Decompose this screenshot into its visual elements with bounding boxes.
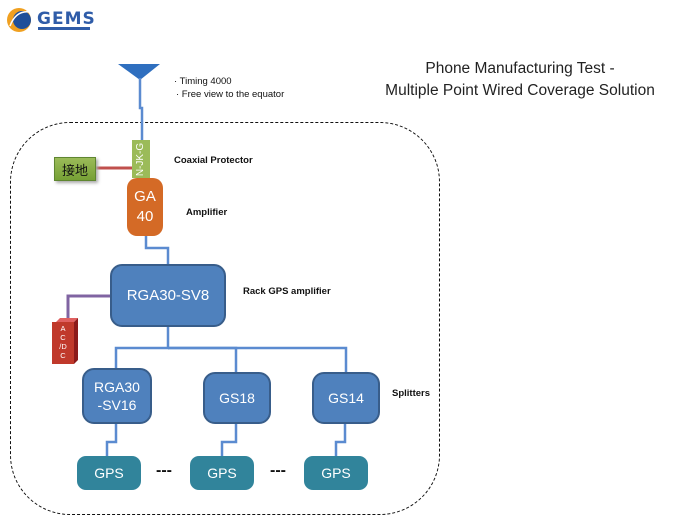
gems-globe-icon: [7, 8, 31, 32]
title-line-2: Multiple Point Wired Coverage Solution: [385, 82, 655, 99]
gps-receiver: GPS: [77, 456, 141, 490]
antenna-icon: [118, 64, 160, 80]
amplifier-box: GA 40: [127, 178, 163, 236]
gps-receiver: GPS: [304, 456, 368, 490]
splitter-label-line2: -SV16: [97, 397, 137, 413]
protector-label: N-JK-G: [135, 142, 147, 176]
gps-receiver: GPS: [190, 456, 254, 490]
splitter-gs14: GS14: [312, 372, 380, 424]
amplifier-label-line2: 40: [136, 208, 154, 225]
coax-cables: [105, 78, 348, 458]
amplifier-label: Amplifier: [186, 207, 228, 218]
acdc-power-icon: A C /D C: [52, 318, 78, 364]
enclosure-boundary: [10, 122, 440, 515]
ellipsis: ---: [156, 462, 172, 479]
antenna-note-timing: · Timing 4000: [174, 76, 232, 87]
power-wire: [66, 294, 110, 322]
logo-underline: [38, 27, 90, 30]
title-line-1: Phone Manufacturing Test -: [425, 60, 615, 77]
ground-box: 接地: [54, 157, 96, 181]
acdc-char: C: [60, 351, 66, 360]
logo-text: GEMS: [37, 9, 96, 29]
coaxial-protector-label: Coaxial Protector: [174, 155, 253, 166]
acdc-char: C: [60, 333, 66, 342]
logo: [4, 6, 114, 34]
amplifier-label-line1: GA: [134, 188, 156, 205]
rack-amplifier-label: Rack GPS amplifier: [243, 286, 331, 297]
acdc-char: /D: [59, 342, 67, 351]
splitters-label: Splitters: [392, 388, 431, 399]
splitter-label-line1: RGA30: [94, 379, 140, 395]
coaxial-protector-box: N-JK-G: [132, 140, 150, 178]
ellipsis: ---: [270, 462, 286, 479]
diagram-title: Phone Manufacturing Test - Multiple Poin…: [370, 58, 670, 102]
acdc-char: A: [60, 324, 66, 333]
rack-amplifier-box: RGA30-SV8: [110, 264, 226, 327]
splitter-rga30-sv16: RGA30 -SV16: [82, 368, 152, 424]
antenna-note-view: · Free view to the equator: [176, 89, 285, 100]
splitter-gs18: GS18: [203, 372, 271, 424]
